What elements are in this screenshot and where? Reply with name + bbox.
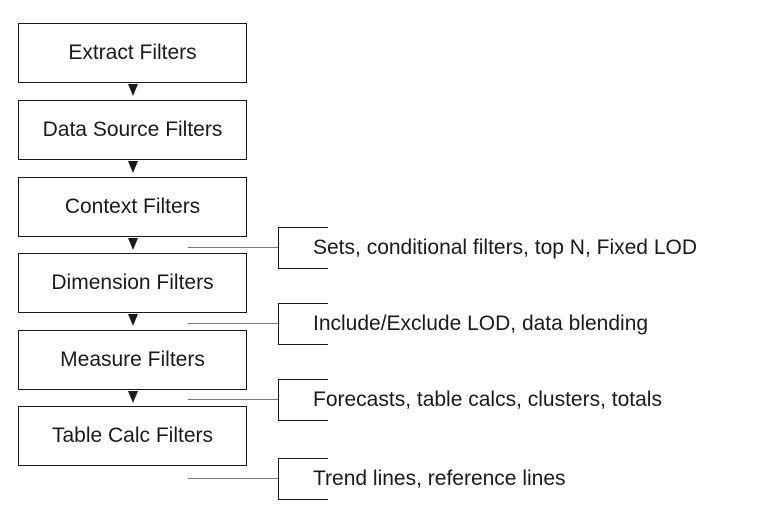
dimension-filters-label: Dimension Filters [51, 271, 214, 294]
note-trend-reference-lines: Trend lines, reference lines [313, 467, 566, 490]
connector-line-1 [188, 247, 278, 248]
connector-line-2 [188, 323, 278, 324]
note-bracket-3 [278, 379, 328, 421]
connector-line-3 [188, 399, 278, 400]
note-bracket-4 [278, 458, 328, 500]
flow-arrow-5 [128, 391, 138, 403]
data-source-filters-box: Data Source Filters [18, 100, 247, 160]
note-forecasts-table-calcs: Forecasts, table calcs, clusters, totals [313, 388, 662, 411]
measure-filters-label: Measure Filters [60, 348, 205, 371]
flow-arrow-2 [128, 161, 138, 173]
extract-filters-box: Extract Filters [18, 23, 247, 83]
extract-filters-label: Extract Filters [68, 41, 197, 64]
note-bracket-2 [278, 303, 328, 345]
flow-arrow-4 [128, 314, 138, 326]
dimension-filters-box: Dimension Filters [18, 253, 247, 313]
note-include-exclude-lod: Include/Exclude LOD, data blending [313, 312, 649, 335]
note-bracket-1 [278, 227, 328, 269]
connector-line-4 [188, 478, 278, 479]
table-calc-filters-label: Table Calc Filters [51, 424, 214, 447]
context-filters-box: Context Filters [18, 177, 247, 237]
flow-arrow-3 [128, 238, 138, 250]
note-sets-conditional: Sets, conditional filters, top N, Fixed … [313, 236, 697, 259]
flow-arrow-1 [128, 84, 138, 96]
context-filters-label: Context Filters [64, 195, 201, 218]
data-source-filters-label: Data Source Filters [42, 118, 223, 141]
table-calc-filters-box: Table Calc Filters [18, 406, 247, 466]
measure-filters-box: Measure Filters [18, 330, 247, 390]
